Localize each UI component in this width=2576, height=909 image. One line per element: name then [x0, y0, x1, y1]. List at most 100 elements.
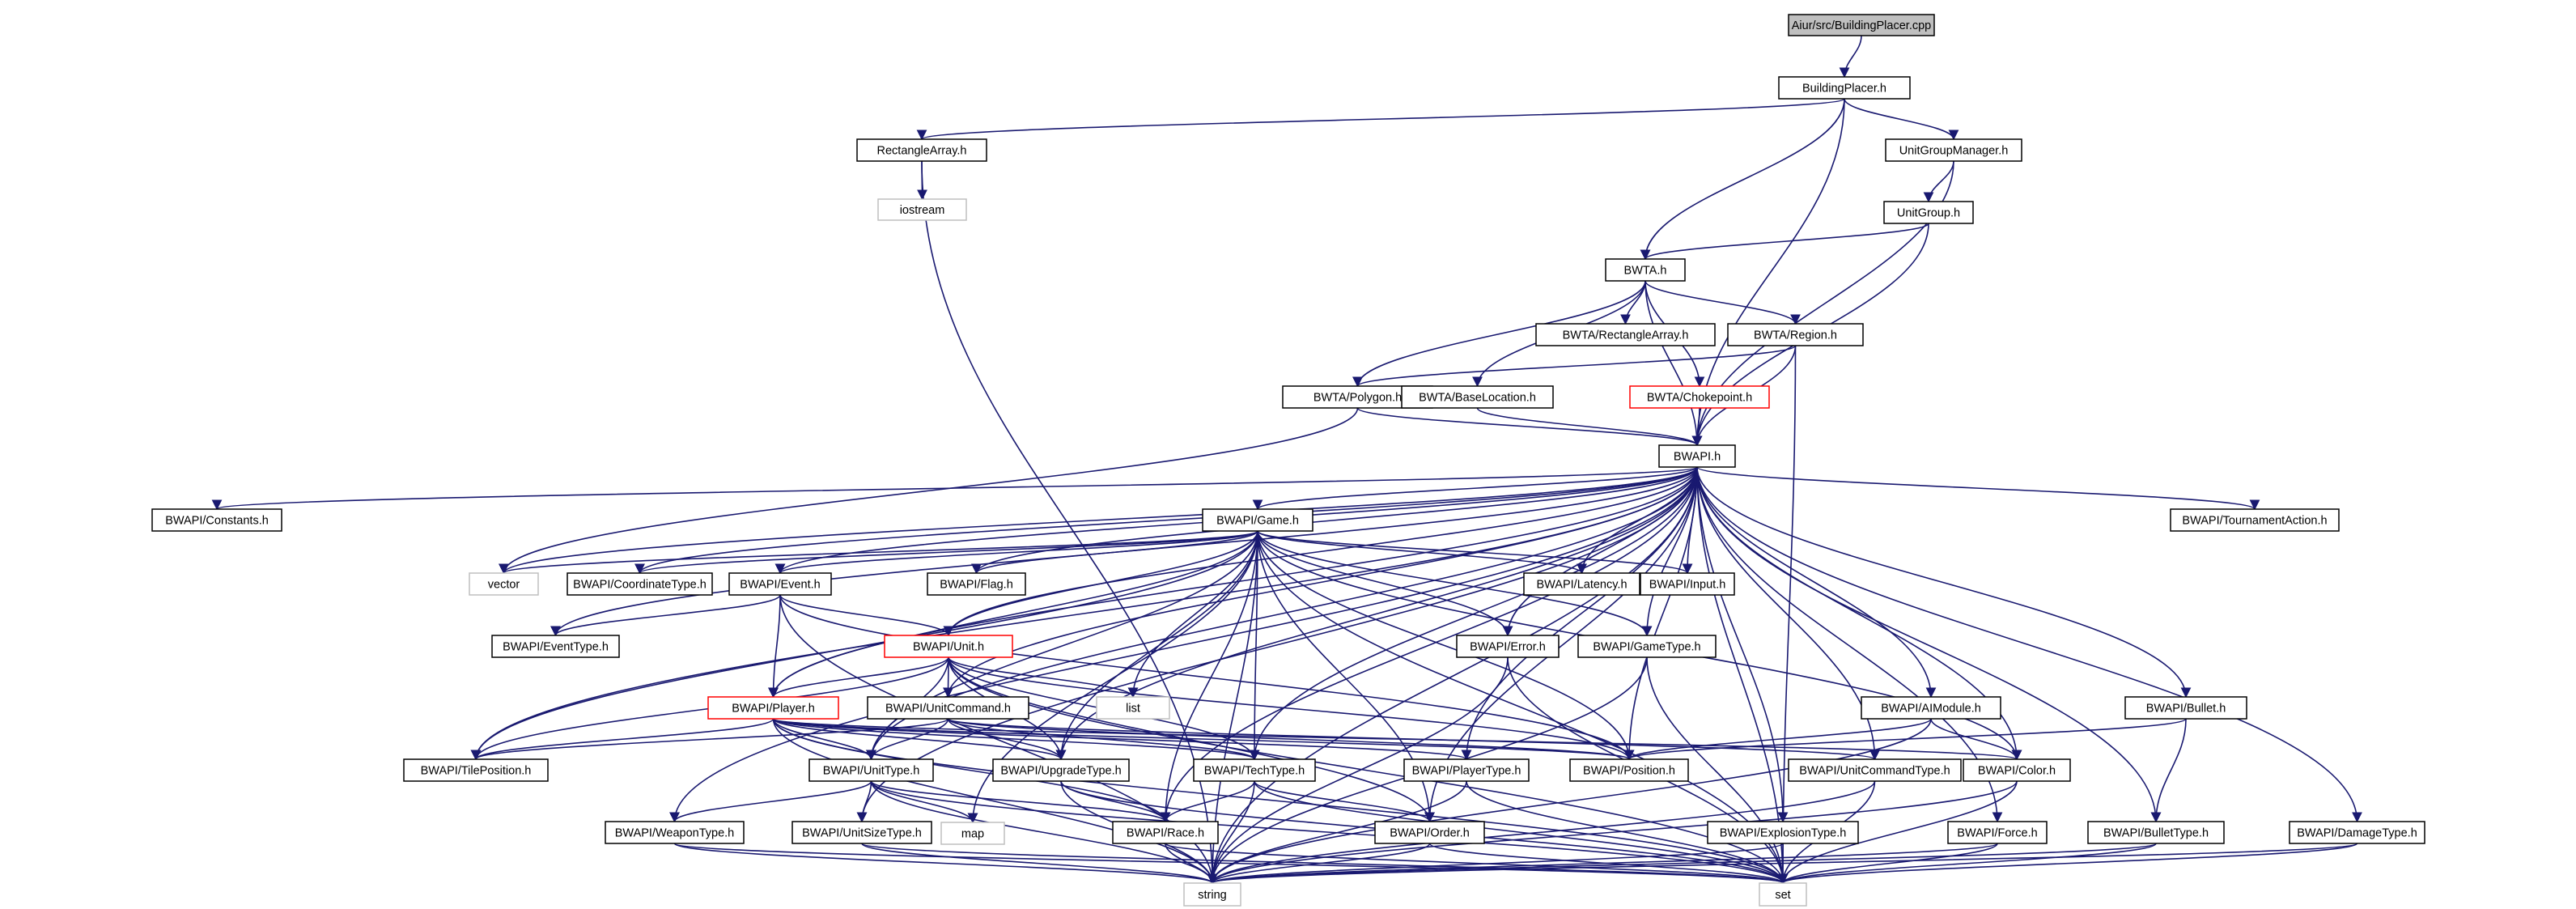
node-bwtachoke[interactable]: BWTA/Chokepoint.h — [1629, 385, 1770, 409]
node-unitsize[interactable]: BWAPI/UnitSizeType.h — [791, 821, 932, 844]
node-string[interactable]: string — [1183, 882, 1241, 907]
node-bwapi[interactable]: BWAPI.h — [1658, 444, 1736, 468]
edge-event-to-position — [779, 594, 1635, 761]
node-unitcmdtype[interactable]: BWAPI/UnitCommandType.h — [1788, 758, 1962, 782]
edge-unitcmd-to-position — [947, 718, 1634, 761]
node-player[interactable]: BWAPI/Player.h — [707, 696, 839, 720]
edge-root-to-bp — [1839, 35, 1862, 79]
node-label: BWAPI/TournamentAction.h — [2182, 514, 2327, 527]
node-label: BWAPI/GameType.h — [1593, 640, 1700, 653]
edge-unittype-to-map — [870, 780, 978, 824]
node-label: RectangleArray.h — [877, 144, 967, 157]
edge-unittype-to-set — [870, 780, 1789, 885]
node-root[interactable]: Aiur/src/BuildingPlacer.cpp — [1788, 14, 1935, 36]
node-position[interactable]: BWAPI/Position.h — [1569, 758, 1689, 782]
node-gametype[interactable]: BWAPI/GameType.h — [1577, 635, 1717, 658]
node-eventtype[interactable]: BWAPI/EventType.h — [491, 635, 620, 658]
node-set[interactable]: set — [1759, 882, 1807, 907]
node-event[interactable]: BWAPI/Event.h — [728, 572, 832, 596]
node-bwtabase[interactable]: BWTA/BaseLocation.h — [1401, 385, 1554, 409]
node-box — [1727, 323, 1864, 346]
node-bullet[interactable]: BWAPI/Bullet.h — [2124, 696, 2247, 720]
edge-player-to-upgrade — [772, 718, 1067, 761]
node-unitcmd[interactable]: BWAPI/UnitCommand.h — [867, 696, 1029, 720]
node-input[interactable]: BWAPI/Input.h — [1640, 572, 1735, 596]
node-constants[interactable]: BWAPI/Constants.h — [151, 508, 282, 532]
edge-weapon-to-set — [673, 843, 1788, 885]
node-label: BWTA/Polygon.h — [1313, 391, 1402, 404]
edge-bwtabase-to-bwapi — [1476, 407, 1703, 447]
node-bullettype[interactable]: BWAPI/BulletType.h — [2087, 821, 2225, 844]
node-tournament[interactable]: BWAPI/TournamentAction.h — [2170, 508, 2340, 532]
edge-bwta-to-bwtaregion — [1644, 280, 1801, 325]
node-list[interactable]: list — [1096, 696, 1170, 720]
node-bwta[interactable]: BWTA.h — [1605, 258, 1686, 282]
node-explosion[interactable]: BWAPI/ExplosionType.h — [1707, 821, 1859, 844]
node-label: BWAPI/UnitType.h — [823, 764, 920, 777]
node-box — [884, 635, 1013, 658]
node-box — [1658, 444, 1736, 468]
edge-color-to-string — [1207, 780, 2018, 885]
node-label: BWAPI/Race.h — [1127, 826, 1204, 839]
node-aimodule[interactable]: BWAPI/AIModule.h — [1861, 696, 2001, 720]
node-ug[interactable]: UnitGroup.h — [1883, 201, 1974, 224]
node-flag[interactable]: BWAPI/Flag.h — [927, 572, 1026, 596]
edge-aimodule-to-string — [1207, 718, 1932, 885]
node-box — [1788, 14, 1935, 36]
node-ra[interactable]: RectangleArray.h — [856, 138, 987, 162]
node-damage[interactable]: BWAPI/DamageType.h — [2289, 821, 2425, 844]
node-box — [1861, 696, 2001, 720]
node-latency[interactable]: BWAPI/Latency.h — [1523, 572, 1640, 596]
node-error[interactable]: BWAPI/Error.h — [1456, 635, 1560, 658]
edge-force-to-string — [1207, 843, 1998, 885]
edge-bwtaregion-to-set — [1777, 345, 1797, 885]
node-playertype[interactable]: BWAPI/PlayerType.h — [1403, 758, 1530, 782]
node-tech[interactable]: BWAPI/TechType.h — [1193, 758, 1316, 782]
edge-unitcmd-to-tilepos — [470, 718, 949, 761]
node-coord[interactable]: BWAPI/CoordinateType.h — [567, 572, 713, 596]
node-ugm[interactable]: UnitGroupManager.h — [1885, 138, 2022, 162]
node-race[interactable]: BWAPI/Race.h — [1112, 821, 1219, 844]
node-order[interactable]: BWAPI/Order.h — [1374, 821, 1485, 844]
node-label: vector — [488, 578, 520, 591]
node-vector[interactable]: vector — [469, 572, 539, 596]
edge-unittype-to-unitsize — [856, 780, 872, 823]
node-unit[interactable]: BWAPI/Unit.h — [884, 635, 1013, 658]
edge-bwapi-to-tilepos — [470, 466, 1698, 761]
node-box — [791, 821, 932, 844]
edge-ugm-to-ug — [1923, 160, 1954, 203]
node-map[interactable]: map — [940, 822, 1005, 845]
edge-bwtaregion-to-bwtapoly — [1352, 345, 1797, 388]
node-box — [877, 198, 967, 221]
node-bwtara[interactable]: BWTA/RectangleArray.h — [1535, 323, 1716, 346]
edge-aimodule-to-color — [1930, 718, 2022, 761]
edge-unit-to-list — [948, 656, 1139, 699]
edge-playertype-to-string — [1207, 780, 1467, 885]
node-bp[interactable]: BuildingPlacer.h — [1778, 76, 1911, 100]
edge-error-to-string — [1207, 656, 1509, 885]
edge-gametype-to-set — [1646, 656, 1789, 885]
edge-race-to-set — [1165, 843, 1788, 885]
node-box — [1523, 572, 1640, 596]
edge-bwapi-to-game — [1252, 466, 1698, 511]
node-unittype[interactable]: BWAPI/UnitType.h — [808, 758, 934, 782]
edge-game-to-gametype — [1257, 530, 1653, 637]
edge-game-to-unit — [943, 530, 1258, 637]
node-force[interactable]: BWAPI/Force.h — [1947, 821, 2048, 844]
edge-player-to-position — [772, 718, 1634, 761]
node-iostream[interactable]: iostream — [877, 198, 967, 221]
node-weapon[interactable]: BWAPI/WeaponType.h — [605, 821, 745, 844]
node-box — [856, 138, 987, 162]
edge-aimodule-to-position — [1623, 718, 1932, 761]
edge-game-to-latency — [1257, 530, 1587, 575]
node-box — [1193, 758, 1316, 782]
node-label: BWAPI/PlayerType.h — [1412, 764, 1521, 777]
node-upgrade[interactable]: BWAPI/UpgradeType.h — [992, 758, 1130, 782]
node-label: BWAPI/UnitSizeType.h — [802, 826, 922, 839]
edge-bwapi-to-constants — [212, 466, 1698, 511]
node-bwtaregion[interactable]: BWTA/Region.h — [1727, 323, 1864, 346]
node-tilepos[interactable]: BWAPI/TilePosition.h — [403, 758, 549, 782]
node-game[interactable]: BWAPI/Game.h — [1202, 508, 1313, 532]
node-color[interactable]: BWAPI/Color.h — [1963, 758, 2071, 782]
node-box — [927, 572, 1026, 596]
